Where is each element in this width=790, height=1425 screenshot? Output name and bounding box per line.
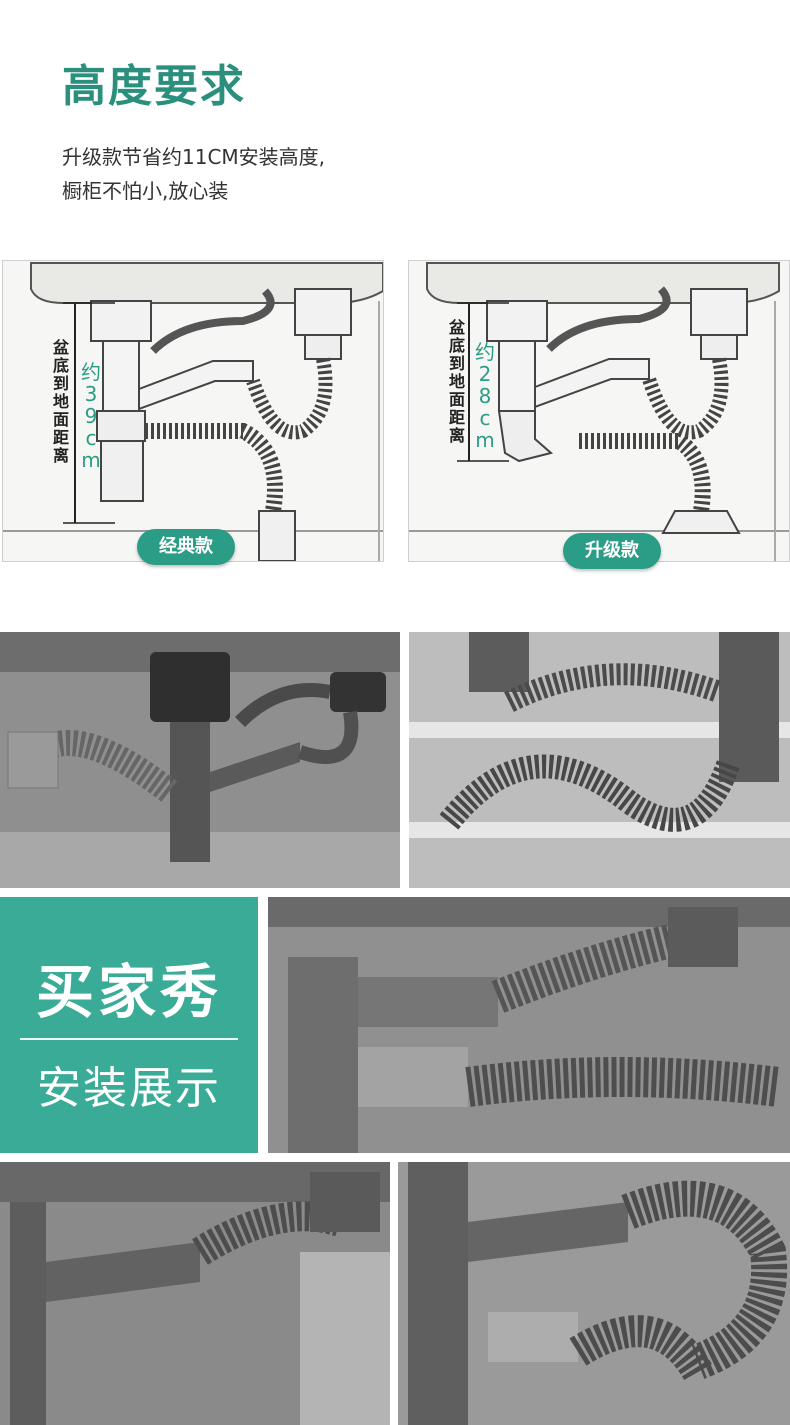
install-photo-4 [0, 1162, 390, 1425]
classic-side-label: 盆底到地面距离 [52, 338, 69, 465]
upgrade-side-label: 盆底到地面距离 [448, 318, 465, 445]
page-subtitle: 升级款节省约11CM安装高度, 橱柜不怕小,放心装 [62, 140, 325, 208]
classic-sink-drawing [3, 262, 383, 561]
install-photo-2 [409, 632, 790, 888]
page-title: 高度要求 [62, 61, 246, 112]
install-photo-1 [0, 632, 400, 888]
upgrade-badge: 升级款 [563, 533, 661, 569]
subtitle-line-1: 升级款节省约11CM安装高度, [62, 145, 326, 169]
showcase-title: 买家秀 [35, 958, 222, 1026]
install-photo-3 [268, 897, 790, 1153]
showcase-subtitle: 安装展示 [37, 1063, 221, 1114]
classic-badge: 经典款 [137, 529, 235, 565]
upgrade-sink-drawing [409, 262, 789, 561]
buyer-showcase-block: 买家秀 安装展示 [0, 897, 258, 1153]
showcase-divider [20, 1038, 238, 1040]
install-photo-5 [398, 1162, 790, 1425]
subtitle-line-2: 橱柜不怕小,放心装 [62, 179, 229, 203]
